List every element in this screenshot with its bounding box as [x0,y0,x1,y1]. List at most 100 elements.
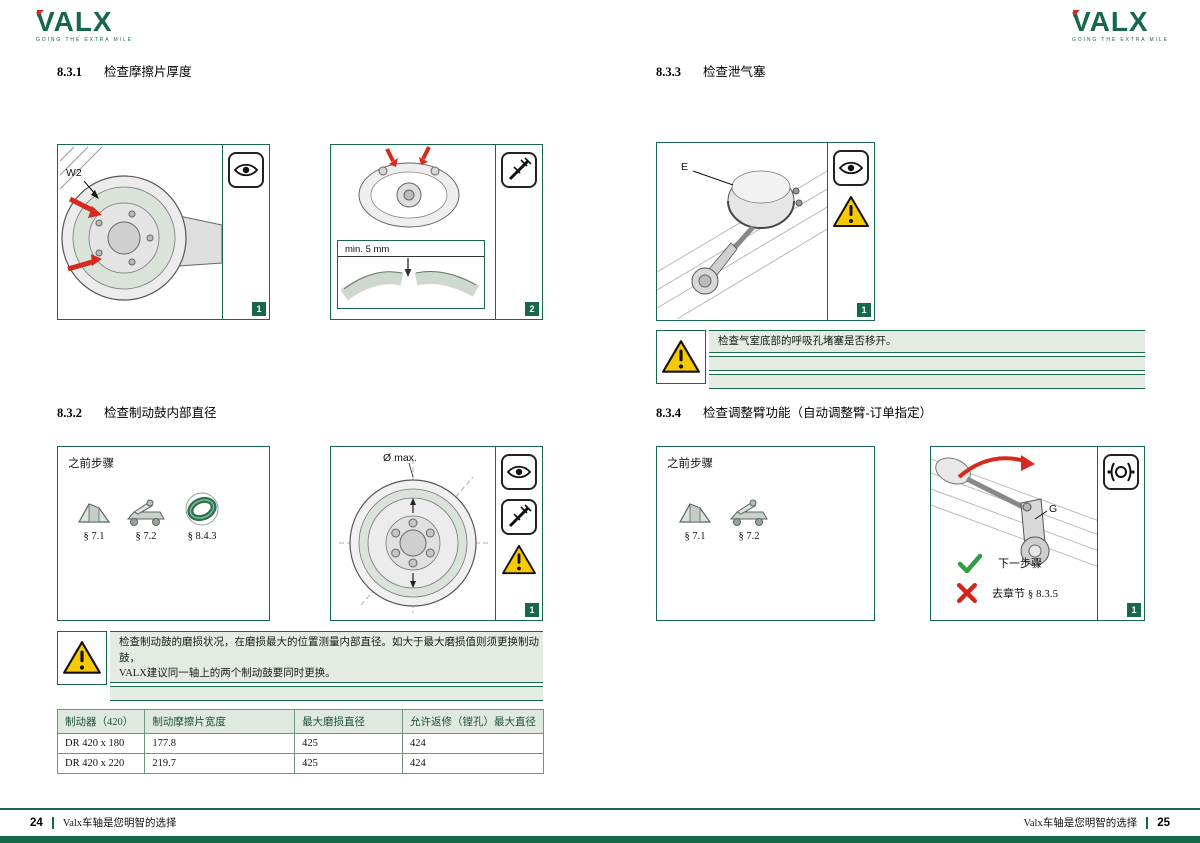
previous-steps-title: 之前步骤 [68,458,114,470]
valx-logo-left: VALX GOING THE EXTRA MILE [36,8,133,44]
warning-row: 检查制动鼓的磨损状况，在磨损最大的位置测量内部直径。如大于最大磨损值则须更换制动… [110,631,543,683]
table-cell: 424 [401,753,545,774]
logo-red-accent [1073,10,1080,17]
drum-front-illustration: Ø max. [331,447,495,620]
previous-steps-panel-832: 之前步骤 § 7.1 § 7.2 § 8.4.3 [57,446,270,621]
trolley-jack-icon [120,487,172,527]
wheel-chock-icon [669,487,721,527]
section-number: 8.3.3 [656,65,681,79]
footer-bottom-bar [0,836,1200,843]
section-title: 检查调整臂功能（自动调整臂-订单指定） [703,406,933,420]
callout-g: G [1049,503,1058,515]
warning-row [709,374,1145,389]
step-ref-7-1: § 7.1 [68,487,120,542]
warning-row [110,685,543,701]
callout-w2: W2 [66,167,82,179]
step-ref-8-4-3: § 8.4.3 [176,487,228,542]
figure-friction-pads-1: W2 1 [57,144,270,320]
footer-top-rule [0,808,1200,810]
callout-diameter-max: Ø max. [383,452,417,464]
logo-tagline: GOING THE EXTRA MILE [36,37,133,43]
footer-divider [51,816,54,829]
warning-icon [833,196,869,227]
section-number: 8.3.2 [57,406,82,420]
caliper-icon [501,499,537,535]
warning-rows: 检查气室底部的呼吸孔堵塞是否移开。 [709,330,1145,389]
result-fail-row: 去章节 § 8.3.5 [957,583,1058,603]
visual-inspection-icon [228,152,264,188]
step-ref-7-2: § 7.2 [723,487,775,542]
visual-inspection-icon [501,454,537,490]
dimension-line [338,256,484,257]
table-cell: DR 420 x 180 [56,733,146,754]
figure-adjuster-function: G 下一步骤 去章节 § 8.3.5 1 [930,446,1145,621]
logo-tagline: GOING THE EXTRA MILE [1072,37,1169,43]
brake-spec-table: 制动器（420） 制动摩擦片宽度 最大磨损直径 允许返修（镗孔）最大直径 DR … [56,709,545,774]
table-cell: 425 [294,753,403,774]
slack-adjuster-illustration: G 下一步骤 去章节 § 8.3.5 [931,447,1097,620]
footer-right: Valx车轴是您明智的选择 25 [1023,815,1170,830]
caliper-icon [501,152,537,188]
column-header: 制动摩擦片宽度 [144,709,296,734]
brake-chamber-illustration: E [657,143,827,320]
warning-icon-cell [656,330,706,384]
step-ref-label: § 7.2 [738,531,760,542]
footer-divider [1146,816,1149,829]
footer-left: 24 Valx车轴是您明智的选择 [30,815,177,830]
valx-logo-text: VALX [36,8,132,36]
icon-strip [222,145,269,319]
trolley-jack-icon [723,487,775,527]
heading-8-3-2: 8.3.2 检查制动鼓内部直径 [57,402,217,421]
table-cell: DR 420 x 220 [56,753,146,774]
warning-text-line1: 检查制动鼓的磨损状况，在磨损最大的位置测量内部直径。如大于最大磨损值则须更换制动… [119,637,539,664]
figure-number-badge: 1 [1127,603,1141,617]
goto-section-label: 去章节 § 8.3.5 [992,588,1058,600]
logo-wordmark: VALX [1072,6,1149,37]
heading-8-3-3: 8.3.3 检查泄气塞 [656,61,766,80]
table-cell: 177.8 [144,733,296,754]
brake-drum-side-illustration: W2 [58,145,222,319]
wheel-chock-icon [68,487,120,527]
table-cell: 424 [401,733,545,754]
figure-friction-pads-2: min. 5 mm 2 [330,144,543,320]
warning-rows: 检查制动鼓的磨损状况，在磨损最大的位置测量内部直径。如大于最大磨损值则须更换制动… [110,631,543,701]
min-lining-label: min. 5 mm [345,244,390,255]
warning-icon [502,544,536,575]
brake-shoes-top-illustration: min. 5 mm [331,145,495,319]
step-ref-label: § 7.2 [135,531,157,542]
step-ref-label: § 7.1 [83,531,105,542]
figure-drum-diameter: Ø max. 1 [330,446,543,621]
figure-vent-plug: E 1 [656,142,875,321]
section-title: 检查制动鼓内部直径 [104,406,217,420]
brake-drum-drawing [59,146,222,301]
page-number-right: 25 [1157,816,1170,829]
section-title: 检查泄气塞 [703,65,766,79]
warning-box-drum: 检查制动鼓的磨损状况，在磨损最大的位置测量内部直径。如大于最大磨损值则须更换制动… [57,631,543,701]
valx-logo-text: VALX [1072,8,1168,36]
warning-icon [63,641,101,674]
callout-e: E [681,161,689,173]
figure-number-badge: 2 [525,302,539,316]
valx-logo-right: VALX GOING THE EXTRA MILE [1072,8,1169,44]
step-ref-7-2: § 7.2 [120,487,172,542]
previous-steps-title: 之前步骤 [667,458,713,470]
visual-inspection-icon [833,150,869,186]
table-cell: 219.7 [144,753,296,774]
table-header-row: 制动器（420） 制动摩擦片宽度 最大磨损直径 允许返修（镗孔）最大直径 [56,709,545,734]
result-ok-row: 下一步骤 [957,553,1042,573]
table-row: DR 420 x 180 177.8 425 424 [56,733,545,754]
slack-adjuster-drawing [931,455,1097,567]
warning-text-line2: VALX建议同一轴上的两个制动鼓要同时更换。 [119,668,336,679]
check-icon [957,553,983,573]
table-cell: 425 [294,733,403,754]
brake-shoes-drawing [358,146,460,228]
drum-front-drawing [339,459,491,613]
figure-number-badge: 1 [252,302,266,316]
column-header: 最大磨损直径 [294,709,403,734]
icon-strip [495,145,542,319]
cross-icon [957,583,977,603]
warning-box-vent: 检查气室底部的呼吸孔堵塞是否移开。 [656,330,1145,389]
warning-row: 检查气室底部的呼吸孔堵塞是否移开。 [709,330,1145,353]
